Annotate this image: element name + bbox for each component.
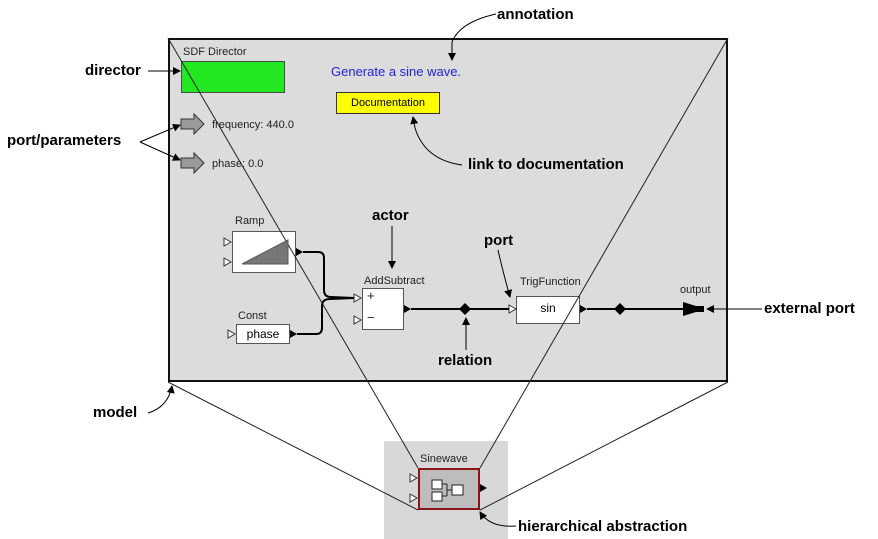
composite-actor-label: Sinewave <box>420 453 468 465</box>
callout-director: director <box>85 62 141 79</box>
ramp-icon <box>241 239 289 265</box>
annotation-text: Generate a sine wave. <box>331 64 462 79</box>
addsubtract-output-port <box>404 305 411 313</box>
callout-external-port: external port <box>764 300 855 317</box>
const-label: Const <box>238 310 267 322</box>
frequency-port-icon <box>180 112 205 136</box>
callout-port: port <box>484 232 514 249</box>
ramp-input-port-1 <box>223 237 233 247</box>
composite-output-port <box>480 484 487 492</box>
add-input-port <box>353 293 363 303</box>
ramp-output-port <box>296 248 303 256</box>
callout-port-parameters: port/parameters <box>7 132 122 149</box>
composite-input-port-2 <box>409 493 419 503</box>
const-input-port <box>227 329 237 339</box>
add-symbol: + <box>367 288 375 303</box>
callout-link-to-documentation: link to documentation <box>468 156 624 173</box>
phase-port-icon <box>180 151 205 175</box>
const-actor[interactable]: phase <box>236 324 290 344</box>
external-output-port <box>683 302 704 316</box>
callout-model: model <box>93 404 138 421</box>
phase-parameter[interactable]: phase: 0.0 <box>212 158 264 170</box>
const-output-port <box>290 330 297 338</box>
ramp-label: Ramp <box>235 215 265 227</box>
relation-1 <box>459 303 471 315</box>
subtract-symbol: − <box>367 310 375 325</box>
composite-input-port-1 <box>409 473 419 483</box>
frequency-parameter[interactable]: frequency: 440.0 <box>212 119 294 131</box>
trigfunction-actor[interactable]: sin <box>516 296 580 324</box>
documentation-button[interactable]: Documentation <box>336 92 440 114</box>
callout-actor: actor <box>372 207 409 224</box>
callout-relation: relation <box>438 352 493 369</box>
sub-input-port <box>353 315 363 325</box>
relation-2 <box>614 303 626 315</box>
callout-pointers <box>139 13 762 527</box>
composite-icon <box>431 479 464 502</box>
sinewave-composite-actor[interactable] <box>418 468 480 510</box>
callout-hierarchical-abstraction: hierarchical abstraction <box>518 518 688 535</box>
trigfunction-label: TrigFunction <box>520 276 581 288</box>
addsubtract-actor[interactable] <box>362 288 404 330</box>
ramp-input-port-2 <box>223 257 233 267</box>
sdf-director[interactable] <box>181 61 285 93</box>
trig-input-port <box>508 304 518 314</box>
director-label: SDF Director <box>183 46 247 58</box>
trig-output-port <box>580 305 587 313</box>
output-port-label: output <box>680 284 711 296</box>
callout-annotation: annotation <box>497 6 574 23</box>
addsubtract-label: AddSubtract <box>364 275 425 287</box>
projection-lines <box>167 37 729 511</box>
port-parameter-icons <box>180 112 205 175</box>
